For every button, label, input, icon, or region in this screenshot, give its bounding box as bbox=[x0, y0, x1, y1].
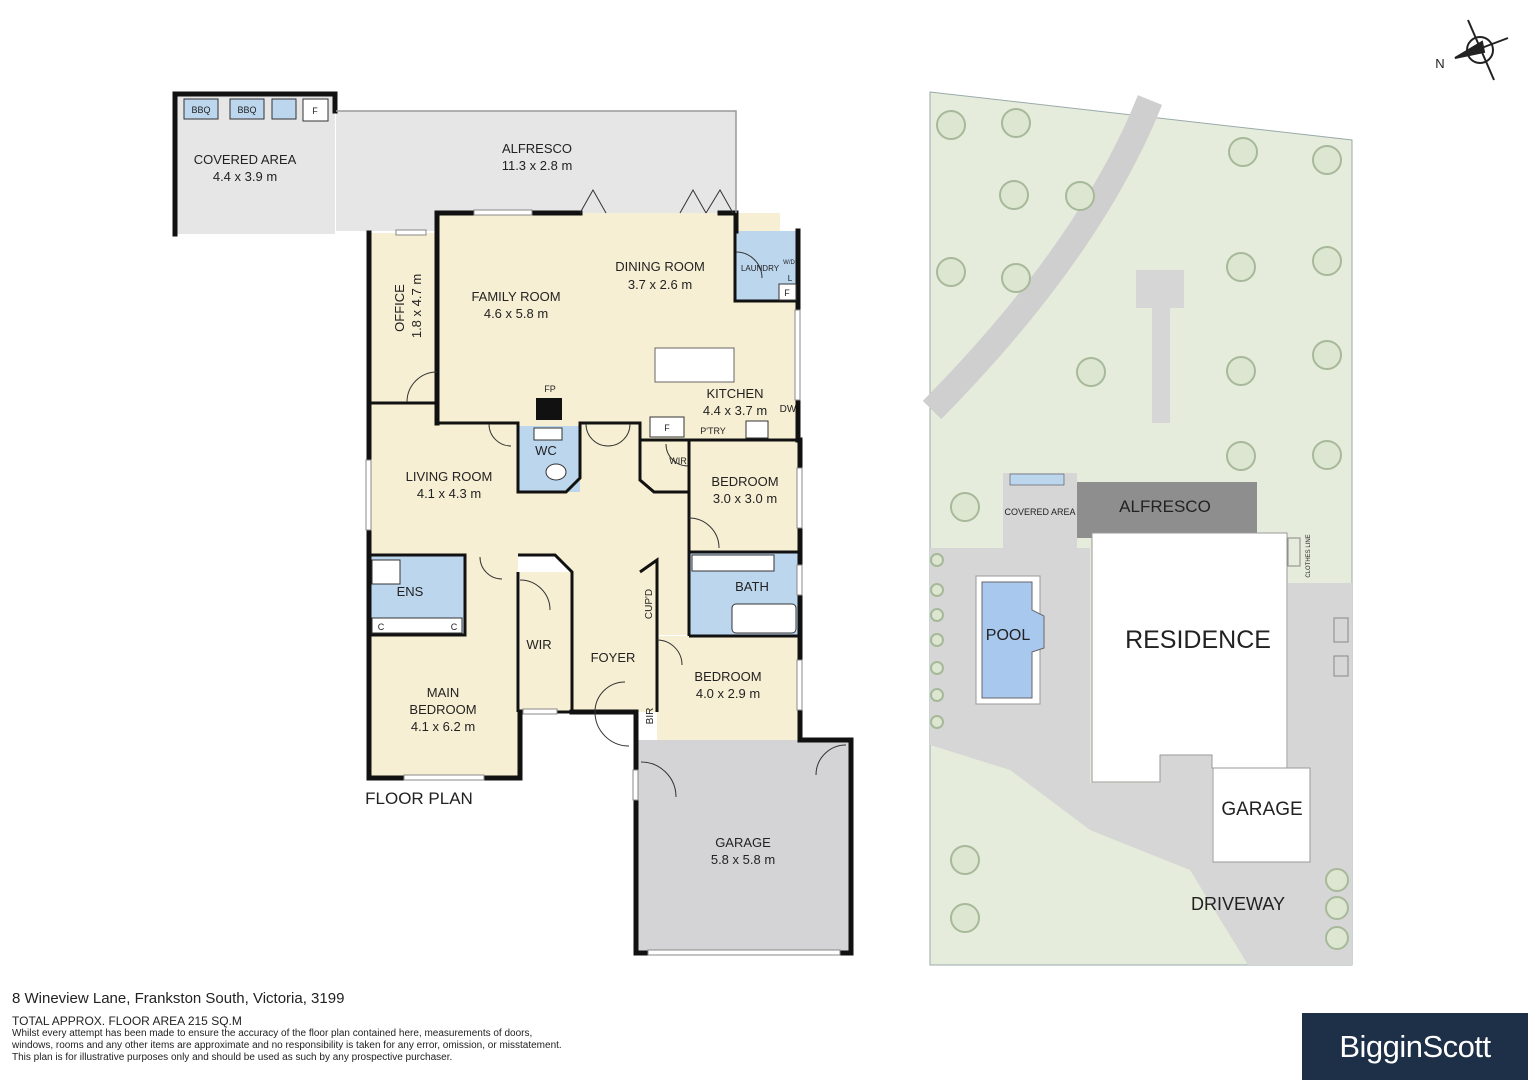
ens-cupboard-right: C bbox=[451, 622, 458, 632]
total-floor-area: TOTAL APPROX. FLOOR AREA 215 SQ.M bbox=[12, 1014, 242, 1028]
office-label: OFFICE bbox=[392, 284, 407, 332]
covered-sink bbox=[271, 98, 297, 120]
trees bbox=[930, 108, 1349, 950]
disclaimer-line-3: This plan is for illustrative purposes o… bbox=[12, 1052, 453, 1063]
floor-plan-title: FLOOR PLAN bbox=[365, 789, 473, 808]
laundry-fridge bbox=[778, 283, 797, 301]
kitchen-fridge-label: F bbox=[664, 423, 670, 433]
fireplace-box bbox=[536, 398, 562, 420]
site-alfresco-label: ALFRESCO bbox=[1119, 497, 1211, 516]
kitchen-label: KITCHEN bbox=[706, 386, 763, 401]
main-bedroom-size: 4.1 x 6.2 m bbox=[411, 719, 475, 734]
main-bedroom-label-2: BEDROOM bbox=[409, 702, 476, 717]
bedroom-3-label: BEDROOM bbox=[711, 474, 778, 489]
clothes-line-label: CLOTHES LINE bbox=[1306, 534, 1312, 577]
bedroom-3-fill bbox=[689, 440, 800, 552]
wc-vanity bbox=[533, 427, 563, 441]
laundry-l-label: L bbox=[788, 274, 793, 283]
kitchen-island bbox=[654, 347, 735, 383]
fireplace-label: FP bbox=[544, 384, 556, 394]
disclaimer-line-2: windows, rooms and any other items are a… bbox=[12, 1040, 562, 1051]
wir-label: WIR bbox=[526, 637, 551, 652]
dining-room-size: 3.7 x 2.6 m bbox=[628, 277, 692, 292]
bedroom-2-label: BEDROOM bbox=[694, 669, 761, 684]
office-fill bbox=[369, 233, 437, 403]
laundry-fridge-label: F bbox=[784, 288, 790, 298]
driveway-label: DRIVEWAY bbox=[1191, 894, 1285, 914]
residence bbox=[1091, 532, 1288, 783]
path-t-stem bbox=[1152, 308, 1170, 423]
bath-label: BATH bbox=[735, 579, 769, 594]
covered-area-size: 4.4 x 3.9 m bbox=[213, 169, 277, 184]
kitchen-fridge bbox=[649, 416, 685, 438]
floor-plan bbox=[172, 91, 854, 956]
garage-size: 5.8 x 5.8 m bbox=[711, 852, 775, 867]
covered-paving bbox=[1003, 473, 1077, 548]
ens-vanity bbox=[371, 617, 463, 634]
bbq-1-label: BBQ bbox=[191, 105, 210, 115]
dishwasher-label: DW bbox=[780, 404, 797, 415]
office-size: 1.8 x 4.7 m bbox=[409, 274, 424, 338]
property-address: 8 Wineview Lane, Frankston South, Victor… bbox=[12, 990, 345, 1007]
path-curve bbox=[922, 95, 1163, 420]
path-t-top bbox=[1136, 270, 1184, 308]
ens-cupboard-left: C bbox=[378, 622, 385, 632]
bedroom-3-size: 3.0 x 3.0 m bbox=[713, 491, 777, 506]
site-garage bbox=[1212, 767, 1311, 863]
ens-label: ENS bbox=[397, 584, 424, 599]
covered-fridge bbox=[302, 98, 329, 122]
bath-tub bbox=[731, 603, 797, 634]
laundry-label: LAUNDRY bbox=[741, 264, 780, 273]
bath-vanity bbox=[691, 554, 775, 572]
wc-toilet bbox=[545, 463, 567, 481]
bbq-2-label: BBQ bbox=[237, 105, 256, 115]
footer: 8 Wineview Lane, Frankston South, Victor… bbox=[12, 990, 812, 1064]
disclaimer-line-1: Whilst every attempt has been made to en… bbox=[12, 1028, 533, 1039]
bedroom-2-size: 4.0 x 2.9 m bbox=[696, 686, 760, 701]
alfresco-label: ALFRESCO bbox=[502, 141, 572, 156]
site-bbq bbox=[1009, 473, 1065, 486]
dining-room-label: DINING ROOM bbox=[615, 259, 705, 274]
laundry-wd-label: W/D bbox=[783, 260, 795, 266]
cooktop bbox=[745, 420, 769, 439]
living-room-label: LIVING ROOM bbox=[406, 469, 493, 484]
kitchen-size: 4.4 x 3.7 m bbox=[703, 403, 767, 418]
north-label: N bbox=[1435, 56, 1444, 71]
cupd-label: CUP'D bbox=[644, 589, 655, 619]
covered-fridge-label: F bbox=[312, 106, 318, 116]
hall-fill bbox=[518, 423, 689, 712]
main-bedroom-fill bbox=[369, 555, 520, 778]
garage-fill bbox=[636, 740, 851, 953]
ens-bath bbox=[371, 559, 401, 585]
brand-logo: BigginScott bbox=[1302, 1013, 1528, 1080]
bbq-1 bbox=[183, 98, 219, 120]
pool-label: POOL bbox=[986, 627, 1031, 644]
bedroom-wir-label: WIR bbox=[669, 456, 687, 466]
covered-area-label: COVERED AREA bbox=[194, 152, 297, 167]
residence-label: RESIDENCE bbox=[1125, 626, 1271, 654]
wc-label: WC bbox=[535, 443, 557, 458]
pool bbox=[981, 581, 1045, 699]
pantry-label: P'TRY bbox=[700, 426, 726, 436]
site-garage-label: GARAGE bbox=[1221, 799, 1302, 820]
bedroom-2-fill bbox=[657, 636, 800, 740]
family-room-label: FAMILY ROOM bbox=[471, 289, 560, 304]
site-covered-label: COVERED AREA bbox=[1004, 507, 1075, 517]
garage-label: GARAGE bbox=[715, 835, 771, 850]
family-room-size: 4.6 x 5.8 m bbox=[484, 306, 548, 321]
site-plan bbox=[922, 19, 1509, 966]
alfresco-deck bbox=[1077, 482, 1257, 538]
alfresco-size: 11.3 x 2.8 m bbox=[502, 158, 573, 173]
main-bedroom-label: MAIN bbox=[427, 685, 460, 700]
bir-label: BIR bbox=[645, 708, 656, 725]
living-room-size: 4.1 x 4.3 m bbox=[417, 486, 481, 501]
north-arrow-icon bbox=[1454, 19, 1509, 81]
foyer-label: FOYER bbox=[591, 650, 636, 665]
bbq-2 bbox=[229, 98, 265, 120]
